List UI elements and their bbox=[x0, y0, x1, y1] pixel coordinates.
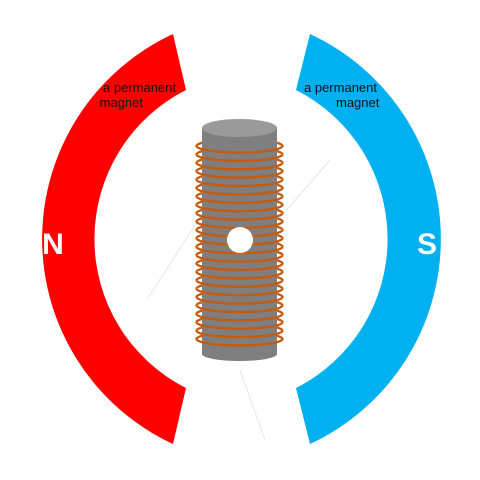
south-pole-label: S bbox=[417, 228, 437, 261]
north-pole-label: N bbox=[42, 228, 64, 261]
coil-turn-front bbox=[195, 170, 284, 179]
coil-turn-front bbox=[195, 179, 284, 188]
coil-turn-front bbox=[195, 195, 284, 205]
coil-turn-front bbox=[195, 162, 284, 171]
coil-turn-front bbox=[195, 304, 284, 314]
core-cylinder-bottom bbox=[202, 347, 277, 361]
coil-front-turns bbox=[195, 145, 284, 347]
coil-turn-front bbox=[195, 153, 284, 163]
rotation-guides bbox=[147, 159, 331, 441]
axle-hole bbox=[227, 227, 253, 253]
coil-turn-front bbox=[195, 330, 284, 339]
coil-turn-front bbox=[195, 204, 284, 213]
coil-turn-front bbox=[195, 145, 284, 154]
coil-turn-front bbox=[195, 321, 284, 330]
armature-core bbox=[202, 119, 277, 361]
coil-turn-front bbox=[195, 296, 284, 305]
right-magnet-label-line1: a permanent bbox=[304, 80, 377, 95]
coil-turn-front bbox=[195, 338, 284, 347]
coil-turn-front bbox=[195, 279, 284, 288]
left-magnet-label-line2: magnet bbox=[100, 95, 144, 110]
coil-turn-front bbox=[195, 288, 284, 297]
core-cylinder-top bbox=[202, 119, 277, 137]
coil-turn-front bbox=[195, 271, 284, 280]
north-magnet-arc bbox=[42, 34, 187, 444]
coil-turn-front bbox=[195, 254, 284, 263]
coil-turn-front bbox=[195, 187, 284, 196]
left-magnet-label-line1: a permanent bbox=[103, 80, 176, 95]
right-magnet-label-line2: magnet bbox=[336, 95, 380, 110]
coil-turn-front bbox=[195, 246, 284, 255]
coil-turn-front bbox=[195, 212, 284, 221]
south-magnet-arc bbox=[296, 34, 441, 444]
coil-turn-front bbox=[195, 263, 284, 272]
coil-turn-front bbox=[195, 313, 284, 322]
